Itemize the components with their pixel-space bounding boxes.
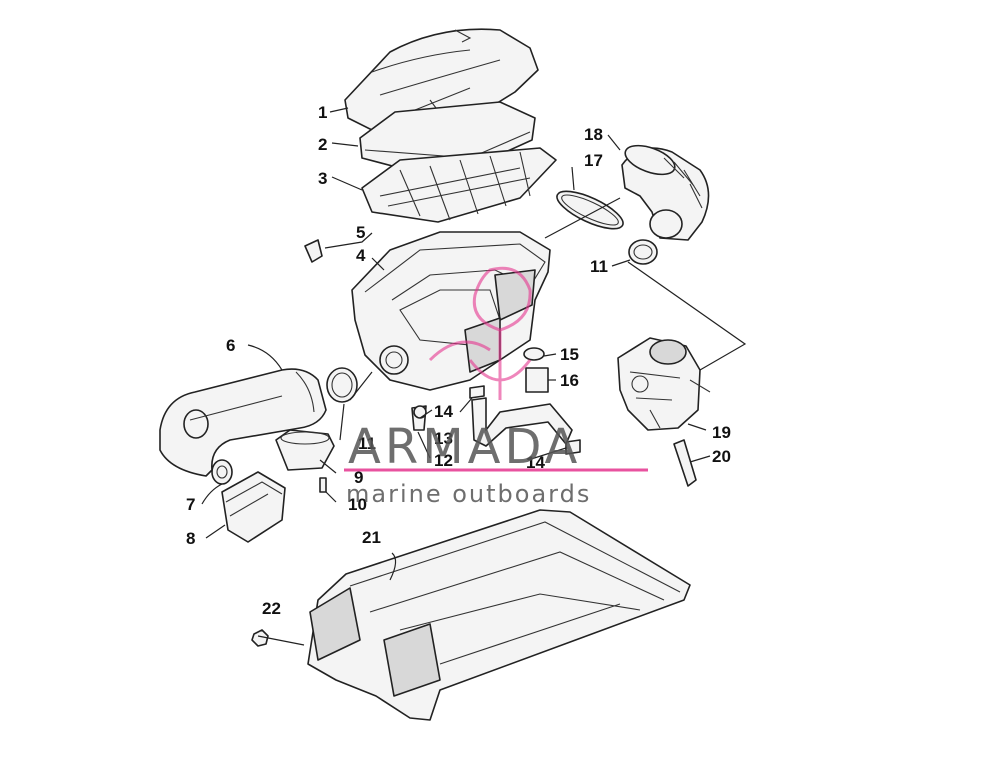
watermark-brand: ARMADA [348,419,581,475]
outlet-clamp [523,347,545,361]
clamp [469,385,485,399]
callout-19: 19 [712,423,731,442]
hose-clamp [628,239,658,265]
check-valve [413,405,427,419]
callout-13: 13 [434,429,453,448]
clamp [565,439,581,455]
callout-11: 11 [358,434,376,453]
belly-pan [307,509,691,721]
air-box-housing [351,231,551,391]
callout-4: 4 [356,246,366,265]
callout-6: 6 [226,336,235,355]
callout-20: 20 [712,447,731,466]
filter-screen [361,147,557,223]
leader-lines [201,107,747,646]
callout-5: 5 [356,223,365,242]
callout-18: 18 [584,125,603,144]
callout-17: 17 [584,151,603,170]
grommet [211,459,233,485]
hose-clamp [326,367,358,403]
callout-14: 14 [434,402,453,421]
clip [304,239,323,263]
callout-9: 9 [354,468,363,487]
breather-hose [471,397,573,447]
intake-silencer [221,471,286,543]
callout-11: 11 [590,257,608,276]
callout-14: 14 [526,453,545,472]
callout-1: 1 [318,103,327,122]
carburetor [617,337,711,431]
watermark: ARMADA marine outboards [344,266,648,508]
watermark-anchor-icon [428,266,532,400]
callout-16: 16 [560,371,579,390]
callout-22: 22 [262,599,281,618]
callout-3: 3 [318,169,327,188]
screw [319,477,327,493]
vent-hose [673,439,697,487]
callout-10: 10 [348,495,367,514]
callout-15: 15 [560,345,579,364]
boot [275,429,335,471]
callout-8: 8 [186,529,195,548]
intake-boot [621,144,710,241]
hose-clamp [556,190,624,230]
callout-21: 21 [362,528,381,547]
nut [251,629,269,647]
callout-7: 7 [186,495,195,514]
drain [525,367,549,393]
callout-12: 12 [434,451,453,470]
watermark-tagline: marine outboards [346,480,591,508]
callout-2: 2 [318,135,327,154]
intake-duct [159,368,327,477]
